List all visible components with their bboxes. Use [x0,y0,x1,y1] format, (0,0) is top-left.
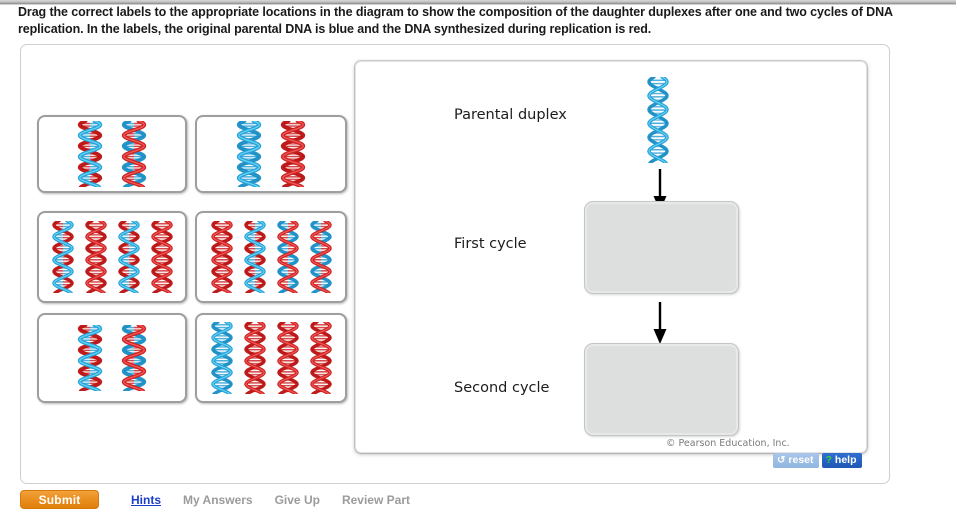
draggable-label-two-hybrid-duplexes-alt[interactable] [37,313,187,403]
dna-helix [48,221,78,293]
dna-helix [147,221,177,293]
stage-label-first-cycle: First cycle [454,236,527,252]
question-prompt: Drag the correct labels to the appropria… [18,5,893,36]
help-label: help [834,454,857,467]
dna-helix [273,322,303,394]
dna-helix [643,77,673,163]
helix-group [207,315,336,401]
arrow-down-second [653,302,667,344]
review-part-link[interactable]: Review Part [341,492,410,507]
dna-helix [240,221,270,293]
replication-diagram: Parental duplex First cycle Second cycle… [355,61,867,453]
dna-helix [207,221,237,293]
reset-label: reset [788,454,814,467]
draggable-label-four-duplexes-mixed-a[interactable] [37,211,187,303]
dna-helix [81,221,111,293]
helix-group [48,213,177,301]
dna-helix [232,121,266,187]
diagram-tool-buttons: ↺ reset ? help [773,453,862,468]
draggable-label-one-parental-three-new-duplexes[interactable] [195,313,347,403]
dropzone-first-cycle[interactable] [584,201,739,294]
dna-helix [73,121,107,187]
my-answers-link[interactable]: My Answers [183,492,253,507]
dna-helix [117,121,151,187]
draggable-label-four-duplexes-mixed-b[interactable] [195,211,347,303]
draggable-label-two-hybrid-duplexes[interactable] [37,115,187,193]
dropzone-second-cycle[interactable] [584,343,739,436]
stage-label-second-cycle: Second cycle [454,380,550,396]
dna-helix [117,325,151,391]
exercise-panel: Parental duplex First cycle Second cycle… [20,44,890,484]
reset-button[interactable]: ↺ reset [773,453,819,468]
dna-helix [306,322,336,394]
help-button[interactable]: ? help [821,453,862,468]
dna-helix [273,221,303,293]
copyright-notice: © Pearson Education, Inc. [666,438,790,449]
question-mark-icon: ? [825,454,832,467]
dna-helix [276,121,310,187]
helix-group [207,213,336,301]
dna-helix [306,221,336,293]
dna-helix [114,221,144,293]
dna-helix [207,322,237,394]
action-bar: Submit Hints My Answers Give Up Review P… [20,490,410,509]
give-up-link[interactable]: Give Up [274,492,320,507]
window-scroll-strip [0,0,956,5]
parental-duplex-helix [643,77,673,168]
submit-button[interactable]: Submit [20,490,99,509]
helix-group [232,117,310,191]
dna-helix [73,325,107,391]
dna-helix [240,322,270,394]
reset-icon: ↺ [777,454,786,466]
stage-label-parental-duplex: Parental duplex [454,107,567,123]
hints-link[interactable]: Hints [131,492,161,507]
draggable-label-one-parental-one-new-duplex[interactable] [195,115,347,193]
helix-group [73,315,151,401]
helix-group [73,117,151,191]
